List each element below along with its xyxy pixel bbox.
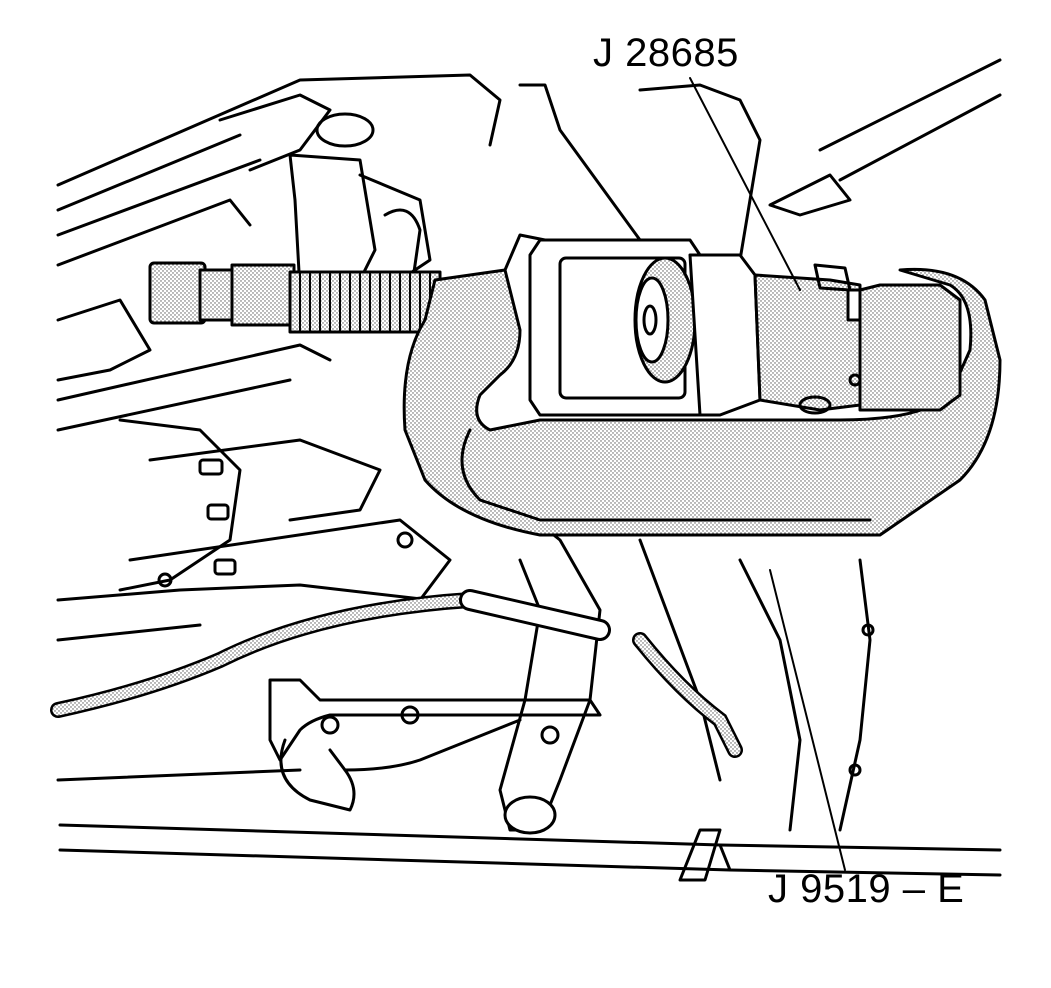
leader-line-j9519e xyxy=(769,569,846,871)
steering-knuckle xyxy=(498,498,875,835)
forcing-screw xyxy=(148,261,442,334)
callout-j9519e: J 9519 – E xyxy=(768,867,964,911)
vehicle-structure xyxy=(56,58,1002,882)
receiver-adapter xyxy=(528,238,962,417)
callout-j28685: J 28685 xyxy=(593,31,739,75)
leader-lines xyxy=(689,77,846,871)
lower-control-arm xyxy=(268,678,602,812)
brake-hose xyxy=(50,589,743,758)
leader-line-j28685 xyxy=(689,77,801,291)
